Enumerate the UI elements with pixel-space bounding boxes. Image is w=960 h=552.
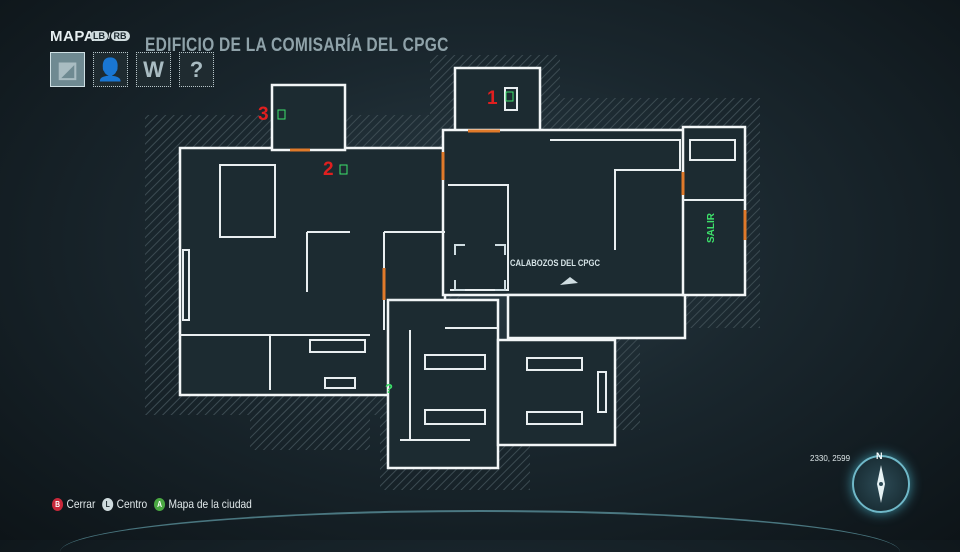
coordinates-readout: 2330, 2599: [810, 454, 851, 463]
city-map-prompt[interactable]: Mapa de la ciudad: [168, 497, 252, 511]
building-title: EDIFICIO DE LA COMISARÍA DEL CPGC: [145, 35, 449, 56]
compass-icon: [852, 455, 910, 513]
w-icon: W: [143, 56, 164, 82]
b-button-icon: B: [52, 497, 64, 511]
question-icon: ?: [189, 56, 204, 82]
batman-location-icon: [560, 277, 578, 285]
tab-map[interactable]: ◩: [50, 52, 85, 87]
map-title: MAPA: [50, 28, 96, 45]
bumper-hints: LB/RB: [90, 31, 130, 41]
riddle-marker[interactable]: ?: [385, 381, 393, 396]
objective-marker-2-icon: [339, 164, 348, 175]
floor-plan-map[interactable]: [0, 0, 960, 540]
interior-walls: [180, 87, 745, 441]
left-stick-icon: L: [102, 497, 114, 511]
marker-2[interactable]: 2: [323, 159, 334, 180]
compass-north-label: N: [876, 451, 883, 461]
tab-wayne-tech[interactable]: W: [136, 52, 171, 87]
objective-marker-1-icon: [505, 91, 514, 102]
marker-1[interactable]: 1: [487, 88, 498, 109]
map-icon: ◩: [57, 56, 78, 82]
close-prompt[interactable]: Cerrar: [66, 497, 96, 511]
exit-label: SALIR: [706, 213, 717, 243]
person-icon: 👤: [96, 56, 125, 82]
horizon-decoration: [60, 510, 900, 552]
bumper-separator: /: [108, 31, 111, 41]
lb-button-icon[interactable]: LB: [90, 31, 108, 41]
button-prompts: B Cerrar L Centro A Mapa de la ciudad: [52, 497, 252, 511]
a-button-icon: A: [154, 497, 166, 511]
area-label-calabozos: CALABOZOS DEL CPGC: [510, 258, 600, 268]
objective-marker-3-icon: [277, 109, 286, 120]
center-prompt[interactable]: Centro: [116, 497, 148, 511]
tab-riddler[interactable]: ?: [179, 52, 214, 87]
doors: [290, 129, 747, 300]
marker-3[interactable]: 3: [258, 104, 269, 125]
tab-characters[interactable]: 👤: [93, 52, 128, 87]
rb-button-icon[interactable]: RB: [110, 31, 130, 41]
